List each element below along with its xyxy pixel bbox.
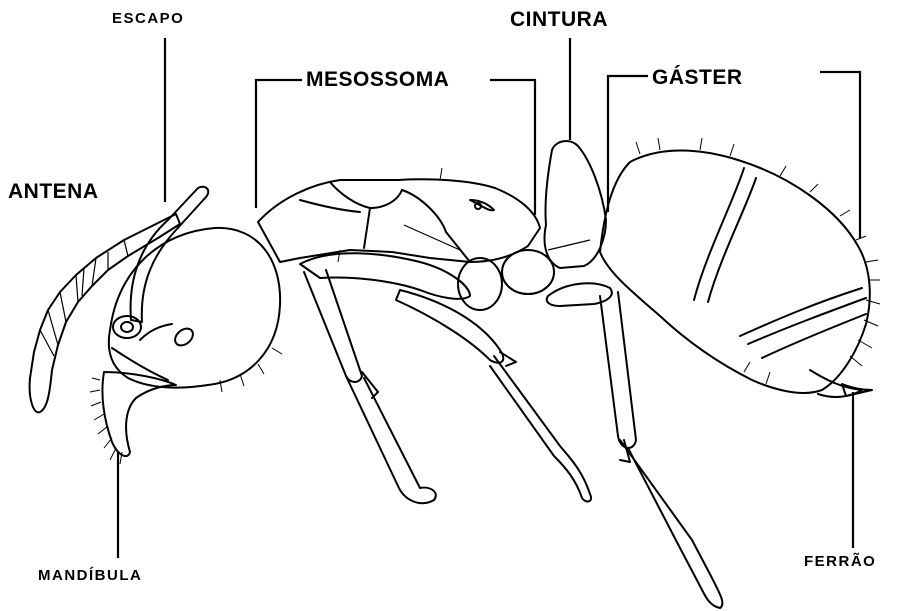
label-escapo: ESCAPO: [112, 10, 184, 27]
coxae: [458, 250, 554, 310]
mandible-shape: [102, 372, 176, 456]
gaster: [600, 138, 880, 397]
antenna-scape: [131, 187, 209, 322]
antennal-socket: [113, 316, 141, 338]
leader-mesossoma-right: [490, 80, 535, 215]
antenna: [30, 187, 209, 413]
antenna-funiculus: [30, 214, 180, 412]
body-hairs: [220, 168, 442, 392]
mandible: [90, 372, 176, 464]
label-antena: ANTENA: [8, 180, 99, 204]
label-gaster: GÁSTER: [652, 66, 743, 90]
leader-gaster-right: [820, 72, 860, 238]
fore-leg: [300, 253, 470, 503]
gaster-outline: [600, 151, 870, 393]
label-cintura: CINTURA: [510, 8, 608, 32]
hind-leg: [547, 283, 723, 608]
leader-gaster-left: [608, 76, 648, 212]
mesosoma-outline: [258, 179, 540, 262]
leader-mesossoma-left: [256, 80, 302, 208]
mesosoma: [258, 179, 540, 262]
hind-coxa: [502, 250, 554, 294]
label-mandibula: MANDÍBULA: [38, 567, 142, 584]
compound-eye: [172, 325, 196, 349]
label-mesossoma: MESOSSOMA: [306, 68, 449, 92]
petiole: [545, 141, 606, 268]
mid-leg: [396, 290, 591, 501]
leader-lines: [118, 38, 860, 558]
label-ferrao: FERRÃO: [804, 553, 876, 570]
